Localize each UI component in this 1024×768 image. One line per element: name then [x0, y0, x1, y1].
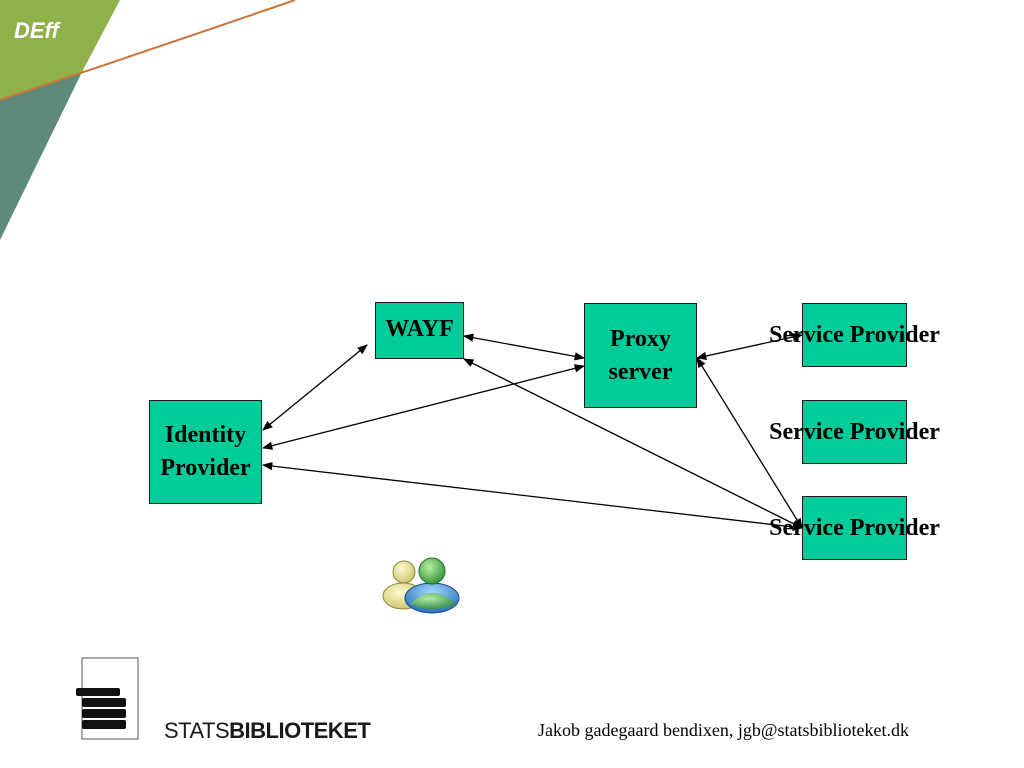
service-provider-label-1: Service Provider	[769, 321, 940, 348]
service-provider-node-3: Service Provider	[769, 496, 940, 560]
banner-green-shape	[0, 0, 120, 100]
banner-accent-line	[0, 0, 296, 101]
arrow-proxy-sp1	[695, 332, 804, 361]
service-provider-label-2: Service Provider	[769, 418, 940, 445]
logo-text-bold: BIBLIOTEKET	[229, 718, 371, 743]
proxy-server-label: Proxy server	[608, 325, 673, 385]
banner-teal-shape	[0, 72, 82, 240]
deff-logo: DEff	[14, 18, 59, 43]
users-icon	[382, 557, 460, 614]
book-stack-icon	[76, 657, 139, 740]
service-provider-node-2: Service Provider	[769, 400, 940, 464]
service-provider-label-3: Service Provider	[769, 514, 940, 541]
footer-credit: Jakob gadegaard bendixen, jgb@statsbibli…	[538, 720, 909, 740]
arrow-proxy-sp3	[696, 357, 803, 529]
identity-provider-node: Identity Provider	[149, 400, 262, 504]
wayf-node: WAYF	[375, 302, 464, 359]
service-provider-node-1: Service Provider	[769, 303, 940, 367]
identity-provider-label: Identity Provider	[160, 422, 251, 481]
statsbiblioteket-logo: STATSBIBLIOTEKET	[164, 718, 371, 744]
proxy-server-node: Proxy server	[584, 303, 697, 408]
arrow-idp-proxy	[261, 364, 586, 450]
arrow-idp-sp3	[261, 461, 804, 532]
logo-text-light: STATS	[164, 718, 230, 743]
wayf-label: WAYF	[385, 316, 454, 342]
arrow-idp-wayf	[262, 344, 368, 431]
arrow-wayf-proxy	[462, 333, 586, 361]
